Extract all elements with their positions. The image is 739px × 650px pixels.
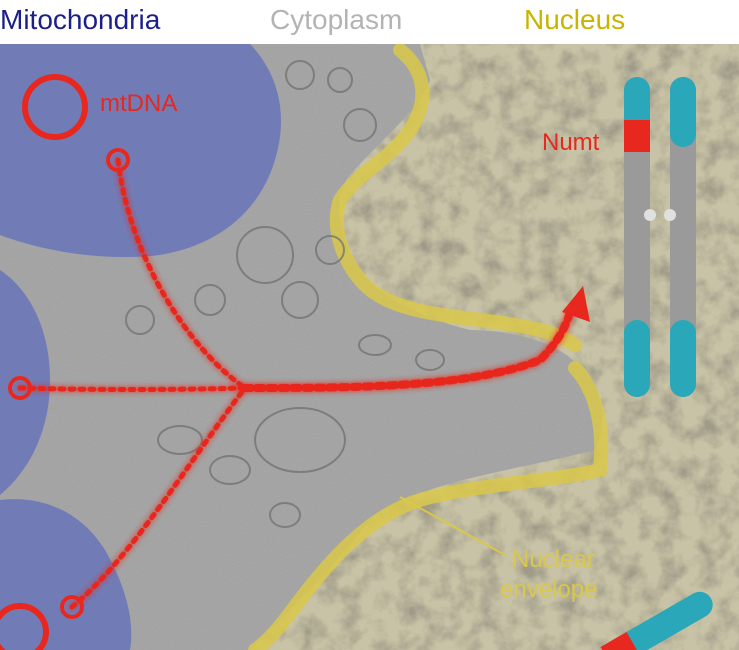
nucleus-region [250,44,739,650]
chromosome-partial-icon [600,591,713,650]
mitochondrion-middle-left [0,270,50,495]
mtdna-origin-top [106,148,130,172]
nuclear-envelope-lower [248,361,609,650]
mtdna-circle-bottom [0,603,49,650]
cytoplasm-heading: Cytoplasm [270,4,403,35]
mtdna-circle-large [22,74,88,140]
header: Mitochondria Cytoplasm Nucleus [0,0,739,44]
nuclear-envelope-label-line2: envelope [500,576,597,603]
mtdna-origin-bottom [60,595,84,619]
mtdna-label: mtDNA [100,90,177,117]
chromosome-icon [624,77,696,397]
cytoplasm-vesicles [125,60,445,528]
mitochondria-heading: Mitochondria [0,4,161,35]
mitochondrion-top-left [0,44,281,258]
nucleus-heading: Nucleus [524,4,626,35]
mtdna-origin-left [8,376,32,400]
nuclear-envelope-leader-line [399,496,506,556]
migration-arrowhead [562,286,590,322]
nuclear-envelope-label-line1: Nuclear [512,546,595,573]
mtdna-migration-paths [17,157,574,610]
numt-label: Numt [542,129,600,156]
nuclear-envelope-upper [329,44,582,352]
